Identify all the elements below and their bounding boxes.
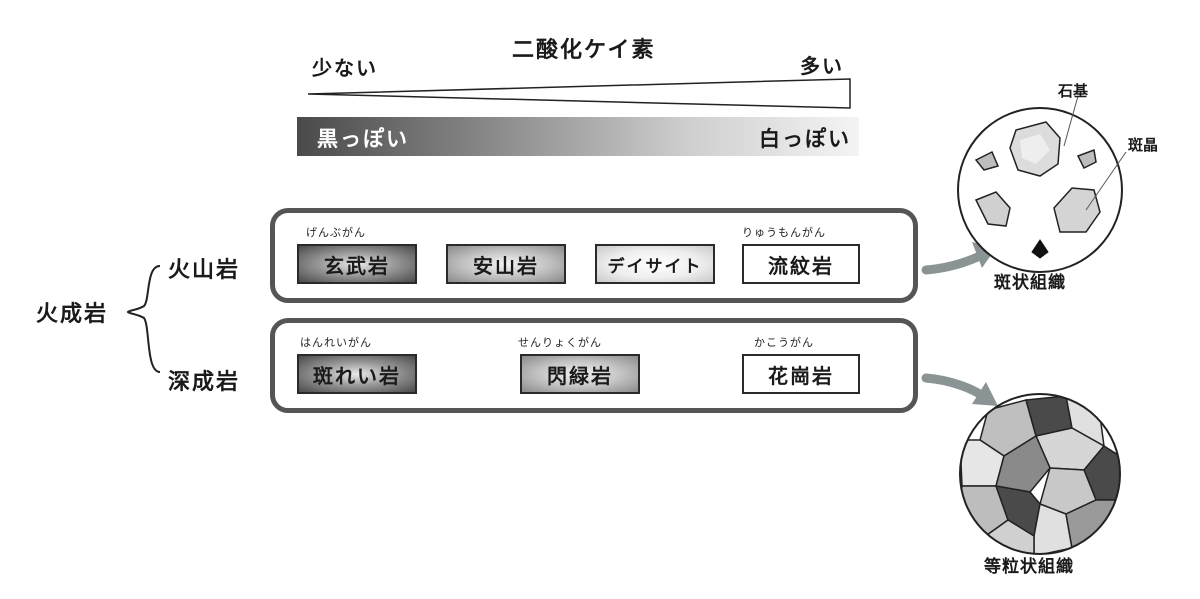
groundmass-label: 石基 (1058, 82, 1089, 100)
dark-color-label: 黒っぽい (317, 127, 409, 151)
volcanic-rock-label: 火山岩 (168, 258, 241, 283)
silica-more-label: 多い (800, 54, 844, 78)
andesite-box: 安山岩 (446, 244, 566, 284)
basalt-reading: げんぶがん (306, 226, 366, 239)
arrowhead-equigranular (972, 382, 998, 406)
color-gradient-bar: 黒っぽい 白っぽい (297, 117, 859, 156)
silica-title: 二酸化ケイ素 (512, 38, 656, 63)
equigranular-texture-label: 等粒状組織 (984, 557, 1074, 577)
basalt-box: 玄武岩 (297, 244, 417, 284)
silica-less-label: 少ない (312, 56, 378, 80)
diorite-reading: せんりょくがん (518, 336, 602, 349)
gabbro-reading: はんれいがん (300, 336, 372, 349)
phenocryst-label: 斑晶 (1128, 136, 1159, 154)
porphyritic-texture-label: 斑状組織 (994, 273, 1066, 293)
igneous-rock-label: 火成岩 (36, 302, 109, 327)
silica-wedge (307, 78, 851, 109)
granite-reading: かこうがん (754, 336, 814, 349)
equigranular-texture (959, 393, 1121, 555)
granite-box: 花崗岩 (742, 354, 860, 394)
white-color-label: 白っぽい (759, 127, 851, 151)
arrow-to-equigranular (921, 373, 991, 403)
diorite-box: 閃緑岩 (520, 354, 640, 394)
plutonic-rock-label: 深成岩 (168, 370, 241, 395)
porphyritic-texture (957, 95, 1127, 273)
dacite-box: デイサイト (595, 244, 715, 284)
gabbro-box: 斑れい岩 (297, 354, 417, 394)
rhyolite-box: 流紋岩 (742, 244, 860, 284)
arrow-to-porphyritic (921, 249, 989, 275)
classification-brace (126, 265, 161, 373)
rhyolite-reading: りゅうもんがん (742, 226, 826, 239)
